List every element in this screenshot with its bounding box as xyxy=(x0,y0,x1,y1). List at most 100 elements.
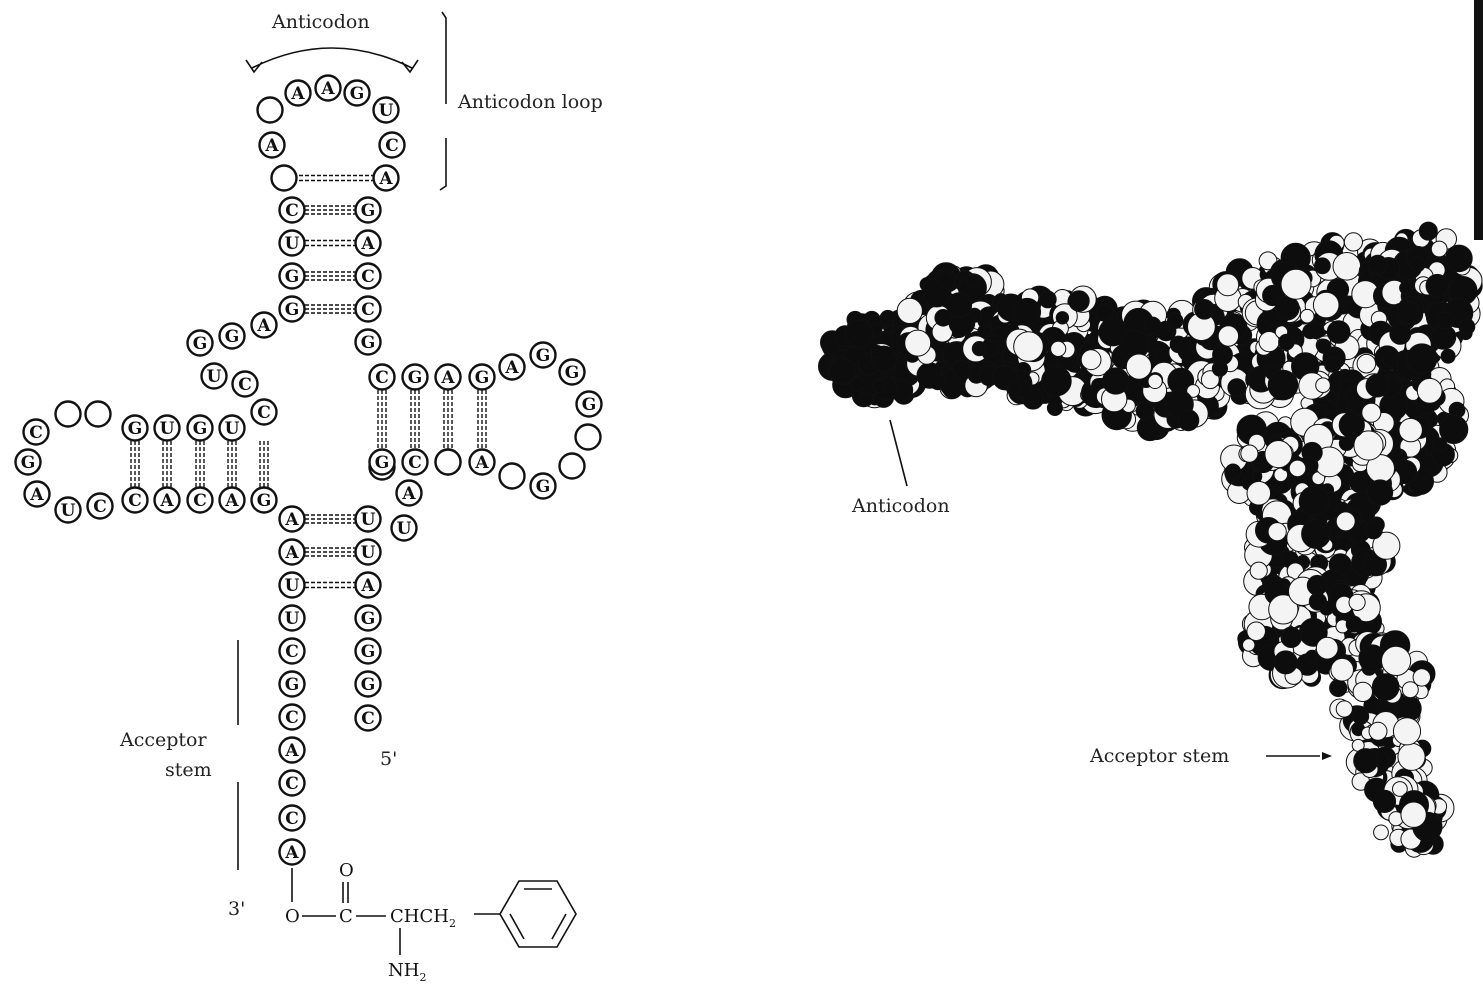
svg-text:G: G xyxy=(285,675,300,695)
svg-text:A: A xyxy=(29,485,44,505)
atom xyxy=(1309,593,1326,610)
atom xyxy=(1315,258,1331,274)
svg-text:A: A xyxy=(504,358,519,378)
svg-text:G: G xyxy=(350,84,365,104)
atom xyxy=(1400,282,1413,295)
atom xyxy=(1168,313,1183,328)
atom xyxy=(860,392,872,404)
svg-text:A: A xyxy=(378,169,393,189)
svg-text:U: U xyxy=(397,519,412,539)
atom xyxy=(1368,255,1387,274)
svg-text:G: G xyxy=(475,368,490,388)
atom xyxy=(1228,379,1246,397)
atom xyxy=(1042,366,1072,396)
svg-text:U: U xyxy=(225,419,240,439)
atom xyxy=(1373,790,1395,812)
atom xyxy=(1446,245,1473,272)
svg-text:U: U xyxy=(160,419,175,439)
nucleotide-anticodon-loop: U xyxy=(374,98,399,123)
atom xyxy=(1330,679,1347,696)
nucleotide-acceptor-5: U xyxy=(356,540,381,565)
nucleotide-acceptor-3: A xyxy=(280,738,305,763)
svg-text:G: G xyxy=(408,368,423,388)
atom xyxy=(1374,825,1389,840)
atom xyxy=(1241,445,1258,462)
nucleotide-acceptor-3: U xyxy=(280,606,305,631)
nucleotide-anticodon-stem: C xyxy=(356,264,381,289)
svg-text:G: G xyxy=(128,419,143,439)
svg-text:U: U xyxy=(207,367,222,387)
atom xyxy=(1413,669,1430,686)
atom xyxy=(1353,682,1372,701)
nucleotide-anticodon-stem: C xyxy=(356,297,381,322)
atom xyxy=(1247,622,1266,641)
atom xyxy=(1398,743,1425,770)
atom xyxy=(905,330,931,356)
atom xyxy=(1350,472,1371,493)
atom xyxy=(1459,319,1475,335)
nucleotide-anticodon-stem: G xyxy=(356,198,381,223)
atom xyxy=(871,346,883,358)
nucleotide-variable: U xyxy=(392,516,417,541)
nucleotide-t-loop: G xyxy=(531,343,556,368)
svg-text:C: C xyxy=(285,774,299,794)
nucleotide-acceptor-5: U xyxy=(356,507,381,532)
atom xyxy=(1313,292,1339,318)
atom xyxy=(897,298,922,323)
atom xyxy=(1349,594,1365,610)
atom xyxy=(1401,802,1426,827)
nucleotide-anticodon-loop: C xyxy=(380,133,405,158)
atom xyxy=(1437,312,1453,328)
svg-text:A: A xyxy=(284,843,299,863)
atom xyxy=(1308,323,1324,339)
atom xyxy=(1225,464,1240,479)
atom xyxy=(1365,521,1383,539)
svg-text:G: G xyxy=(375,453,390,473)
atom xyxy=(1008,381,1021,394)
nucleotide-t-stem: G xyxy=(403,365,428,390)
svg-text:C: C xyxy=(361,709,375,729)
nucleotide-d-loop: C xyxy=(88,494,113,519)
svg-text:G: G xyxy=(361,201,376,221)
svg-text:A: A xyxy=(159,491,174,511)
nucleotide-acceptor-5: G xyxy=(356,606,381,631)
atom xyxy=(1317,339,1331,353)
svg-text:C: C xyxy=(361,267,375,287)
atom xyxy=(1212,361,1227,376)
svg-text:U: U xyxy=(285,609,300,629)
atom xyxy=(1362,403,1381,422)
nucleotide-t-loop xyxy=(500,464,525,489)
svg-text:C: C xyxy=(285,201,299,221)
atom xyxy=(1368,480,1393,505)
atom xyxy=(1126,354,1151,379)
svg-text:A: A xyxy=(440,368,455,388)
nucleotide-acceptor-3: C xyxy=(280,771,305,796)
nucleotide-connector: U xyxy=(202,364,227,389)
nucleotide-variable: A xyxy=(397,481,422,506)
nucleotide-connector: C xyxy=(233,372,258,397)
svg-text:A: A xyxy=(284,510,299,530)
base-pair-bonds xyxy=(131,176,486,588)
svg-text:A: A xyxy=(401,484,416,504)
atom xyxy=(1433,438,1447,452)
atom xyxy=(1299,486,1329,516)
svg-text:C: C xyxy=(285,809,299,829)
svg-text:A: A xyxy=(360,234,375,254)
nucleotide-anticodon-stem: G xyxy=(356,330,381,355)
atom xyxy=(1419,222,1437,240)
nucleotide-anticodon-stem: C xyxy=(280,198,305,223)
svg-text:G: G xyxy=(257,491,272,511)
anticodon-pointer xyxy=(890,420,907,486)
svg-text:C: C xyxy=(375,368,389,388)
atom xyxy=(1316,637,1338,659)
nucleotide-anticodon-loop: A xyxy=(260,133,285,158)
five-prime-label: 5' xyxy=(380,748,397,770)
svg-text:G: G xyxy=(193,334,208,354)
nucleotide-acceptor-3: C xyxy=(280,705,305,730)
atom xyxy=(851,378,865,392)
cloverleaf-diagram: Anticodon Anticodon loop Acceptor stem 5… xyxy=(16,11,603,984)
acceptor-model-label: Acceptor stem xyxy=(1089,745,1229,767)
nucleotide-t-stem: G xyxy=(370,450,395,475)
svg-text:G: G xyxy=(361,609,376,629)
nucleotide-d-loop: A xyxy=(25,482,50,507)
